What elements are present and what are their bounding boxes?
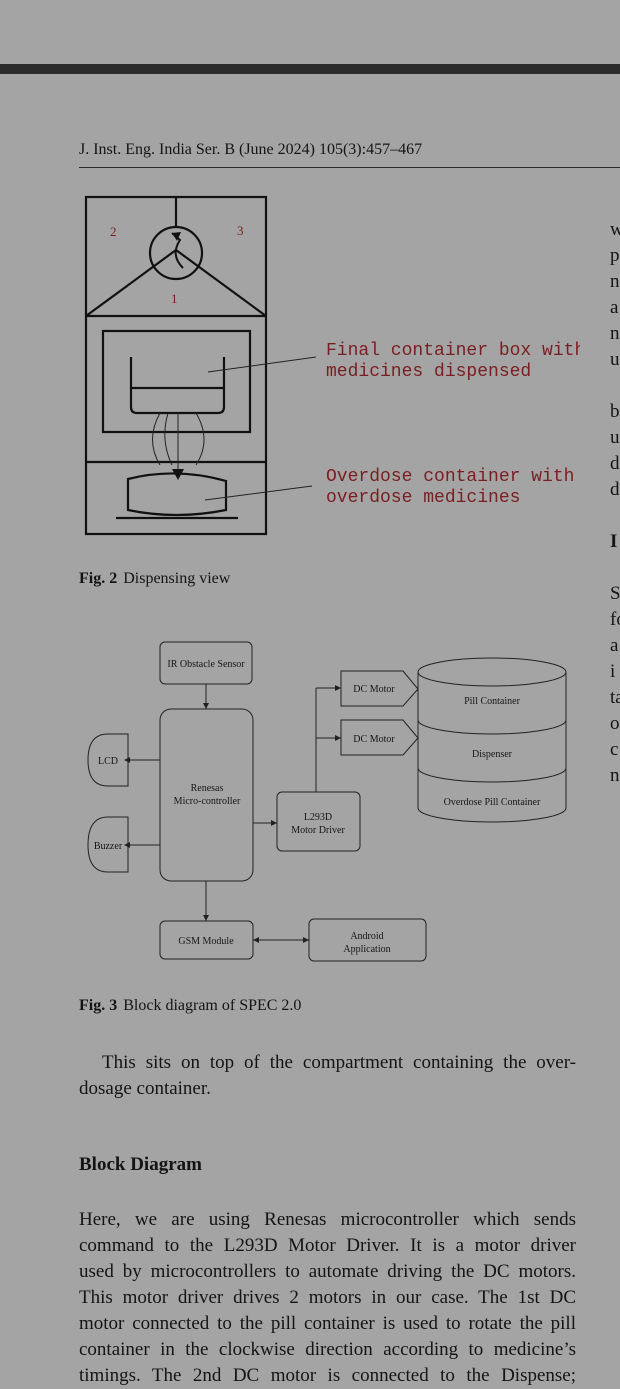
figure-3-block-diagram: IR Obstacle Sensor Renesas Micro-control… [87, 641, 567, 962]
paragraph-1: This sits on top of the compartment cont… [79, 1050, 576, 1102]
right-column-fragment: ta [610, 687, 620, 708]
android-label-line1: Android [350, 931, 383, 942]
figure-3-caption: Fig. 3 Block diagram of SPEC 2.0 [79, 997, 301, 1015]
lcd-block [87, 733, 129, 787]
annotation-overdose-line1: Overdose container with [326, 467, 574, 487]
section-heading-block-diagram: Block Diagram [79, 1154, 202, 1175]
fig2-number-2: 2 [110, 224, 117, 239]
right-column-fragment: c [610, 739, 619, 760]
para2-line: Here, we are using Renesas microcontroll… [79, 1209, 576, 1230]
para2-line: command to the L293D Motor Driver. It is… [79, 1235, 576, 1256]
para2-line: used by microcontrollers to automate dri… [79, 1261, 576, 1282]
ir-sensor-label: IR Obstacle Sensor [167, 659, 245, 670]
microcontroller-label-line2: Micro-controller [174, 796, 241, 807]
right-column-fragment: a [610, 297, 619, 318]
dc-motor-2-label: DC Motor [353, 734, 395, 745]
right-column-fragment: n [610, 765, 620, 786]
right-column-fragment: d [610, 453, 620, 474]
container-stack [417, 672, 567, 823]
para1-line: dosage container. [79, 1078, 211, 1099]
overdose-container [126, 472, 228, 517]
right-column-fragment: d [610, 479, 620, 500]
right-column-fragment: u [610, 427, 620, 448]
fig2-number-3: 3 [237, 223, 244, 238]
android-label-line2: Application [343, 944, 390, 955]
lcd-label: LCD [98, 756, 118, 767]
microcontroller-block [159, 708, 254, 882]
top-toolbar-bar [0, 64, 620, 74]
right-column-fragment: w [610, 219, 620, 240]
right-column-fragment: i [610, 661, 616, 682]
right-column-fragment: b [610, 401, 620, 422]
fig2-number-1: 1 [171, 291, 178, 306]
motor-driver-label-line1: L293D [304, 812, 332, 823]
final-container-box [101, 329, 252, 434]
pill-container-label: Pill Container [464, 696, 521, 707]
microcontroller-label-line1: Renesas [191, 783, 224, 794]
motor-driver-label-line2: Motor Driver [291, 825, 345, 836]
figure-3-label: Fig. 3 [79, 997, 118, 1014]
dc-motor-1-label: DC Motor [353, 684, 395, 695]
right-column-fragment: n [610, 271, 620, 292]
right-column-fragment: n [610, 323, 620, 344]
annotation-overdose-line2: overdose medicines [326, 488, 520, 508]
right-column-fragment: I [610, 531, 618, 552]
para1-line: This sits on top of the compartment cont… [102, 1052, 576, 1073]
paragraph-2: Here, we are using Renesas microcontroll… [79, 1207, 576, 1389]
right-column-fragment: S [610, 583, 620, 604]
motor-driver-block [276, 791, 361, 852]
dispenser-label: Dispenser [472, 749, 513, 760]
para2-line: This motor driver drives 2 motors in our… [79, 1287, 576, 1308]
figure-2-dispensing-view: 2 3 1 Final container box with medicines… [84, 195, 580, 536]
para2-line: container in the clockwise direction acc… [79, 1339, 576, 1360]
gsm-label: GSM Module [178, 936, 234, 947]
buzzer-block [87, 816, 129, 873]
running-head: J. Inst. Eng. India Ser. B (June 2024) 1… [79, 141, 423, 158]
rotation-wheel [148, 225, 204, 281]
figure-2-title: Dispensing view [123, 570, 231, 587]
overdose-container-label: Overdose Pill Container [444, 797, 541, 808]
para2-line: timings. The 2nd DC motor is connected t… [79, 1365, 576, 1386]
para2-line: motor connected to the pill container is… [79, 1313, 576, 1334]
right-column-fragment: u [610, 349, 620, 370]
right-column-fragment: a [610, 635, 619, 656]
buzzer-label: Buzzer [94, 841, 123, 852]
right-column-fragment: o [610, 713, 620, 734]
dc-motor-2-block [340, 719, 419, 756]
right-column-fragment: fo [610, 609, 620, 630]
header-rule [79, 167, 620, 168]
annotation-final-container-line2: medicines dispensed [326, 362, 531, 382]
right-column-fragment: p [610, 245, 620, 266]
figure-2-label: Fig. 2 [79, 570, 118, 587]
figure-2-caption: Fig. 2 Dispensing view [79, 570, 230, 588]
figure-3-title: Block diagram of SPEC 2.0 [123, 997, 302, 1014]
dc-motor-1-block [340, 670, 419, 707]
annotation-final-container-line1: Final container box with [326, 341, 580, 361]
